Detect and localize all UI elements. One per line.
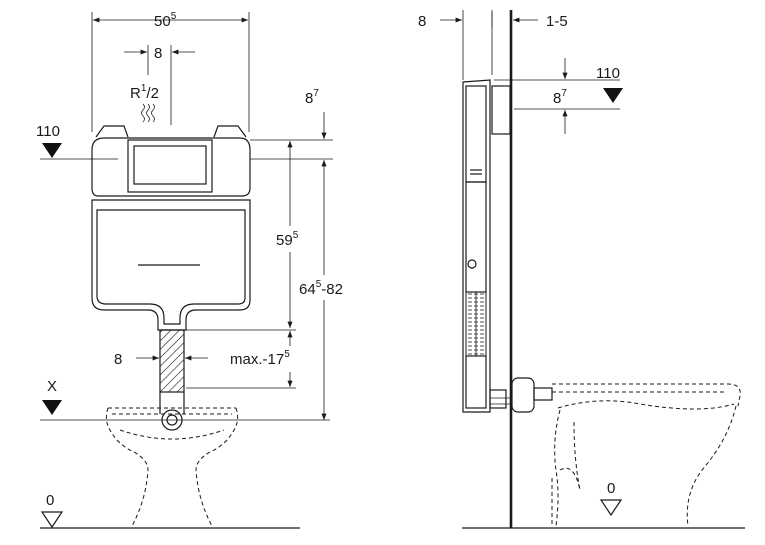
dim-height-tank: 595 xyxy=(276,141,299,328)
level-110-front-label: 110 xyxy=(36,123,60,140)
level-triangle-icon xyxy=(603,88,623,103)
floor-side: 0 xyxy=(462,480,745,529)
inlet-thread-label: R1/2 xyxy=(130,83,159,102)
dim-pipe-width: 8 xyxy=(114,351,208,368)
dim-top-offset-side: 87 xyxy=(494,58,620,134)
level-marker-110-front: 110 xyxy=(36,123,118,160)
dim-top-offset-front-label: 87 xyxy=(305,88,319,107)
dim-wall-gap-label: 1-5 xyxy=(546,13,568,30)
dim-width-total: 505 xyxy=(91,11,250,132)
dim-wall-gap: 1-5 xyxy=(513,13,568,30)
level-x-label: X xyxy=(47,378,57,395)
toilet-bowl-side xyxy=(551,383,741,527)
side-view: 8 1-5 xyxy=(418,10,745,529)
dim-pipe-width-label: 8 xyxy=(114,351,122,368)
dim-depth: 8 xyxy=(418,10,493,80)
installation-frame-side xyxy=(462,79,511,413)
level-marker-110-side: 110 xyxy=(596,65,623,103)
floor-front: 0 xyxy=(40,492,300,529)
water-inlet-icon xyxy=(141,103,155,123)
dim-height-total-label: 645-82 xyxy=(299,279,343,298)
dim-pipe-max-label: max.-175 xyxy=(230,349,290,368)
dim-inlet-width: 8 xyxy=(124,45,195,125)
floor-level-front-label: 0 xyxy=(46,492,54,509)
front-view: 505 8 R1/2 xyxy=(36,11,343,529)
dim-width-total-label: 505 xyxy=(154,11,177,30)
dim-height-total: 645-82 xyxy=(299,160,343,420)
level-triangle-icon xyxy=(42,143,62,158)
dim-top-offset-side-label: 87 xyxy=(553,88,567,107)
dim-top-offset-front: 87 xyxy=(250,88,333,160)
floor-triangle-icon xyxy=(40,511,64,529)
dim-depth-label: 8 xyxy=(418,13,426,30)
level-110-side-label: 110 xyxy=(596,65,620,82)
drain-connector xyxy=(489,377,553,413)
level-marker-x: X xyxy=(40,378,330,421)
dim-inlet-width-label: 8 xyxy=(154,45,162,62)
floor-level-side-label: 0 xyxy=(607,480,615,497)
dim-height-tank-label: 595 xyxy=(276,230,299,249)
flush-pipe xyxy=(159,329,296,431)
toilet-bowl-front xyxy=(105,407,239,527)
floor-triangle-icon xyxy=(599,499,623,517)
dim-pipe-max: max.-175 xyxy=(230,331,293,387)
cistern-tank xyxy=(91,125,251,331)
level-triangle-icon xyxy=(42,400,62,415)
